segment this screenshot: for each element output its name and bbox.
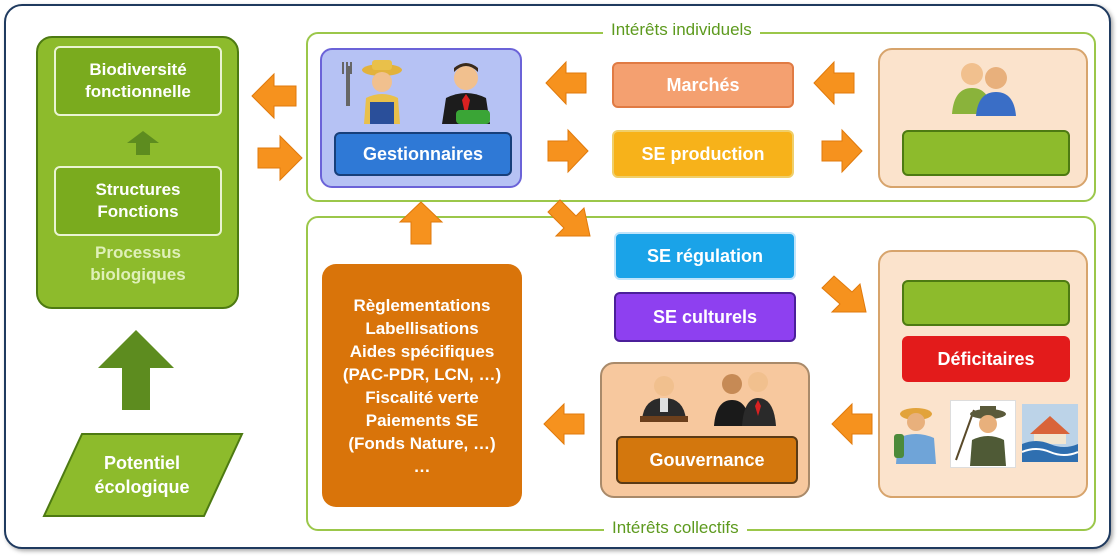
arrow-benef-to-markets (813, 60, 855, 106)
arrow-production-to-benef (821, 128, 863, 174)
arrow-to-gestionnaires (257, 134, 303, 182)
arrow-instruments-to-gest (398, 201, 444, 245)
arrow-production-to-collective (547, 199, 591, 237)
meeting-icon (714, 372, 776, 426)
structures-functions-box: Structures Fonctions (54, 166, 222, 236)
speaker-icon (640, 376, 688, 422)
arrow-benef-to-gov (831, 402, 873, 446)
instrument-line: Paiements SE (365, 410, 479, 430)
arrow-gest-to-production (547, 128, 589, 174)
biological-processes-text: Processus biologiques (90, 243, 186, 284)
arrow-gov-to-instruments (543, 402, 585, 446)
arrow-markets-to-gest (545, 60, 587, 106)
functional-biodiversity-box: Biodiversité fonctionnelle (54, 46, 222, 116)
instrument-line: Aides spécifiques (349, 341, 495, 361)
gouvernance-label: Gouvernance (616, 436, 798, 484)
arrow-se-to-collective-benef (821, 275, 867, 313)
businessman-icon (442, 63, 490, 124)
collective-interests-label: Intérêts collectifs (604, 518, 747, 538)
hiker-icon (894, 408, 936, 464)
people-icon (952, 63, 1016, 116)
up-arrow-small (127, 131, 159, 155)
instrument-line: Règlementations (353, 295, 491, 315)
instruments-box: Règlementations Labellisations Aides spé… (322, 264, 522, 507)
farmer-icon (342, 60, 402, 124)
instrument-line: … (413, 456, 431, 476)
instrument-line: Labellisations (365, 318, 479, 338)
individual-interests-label: Intérêts individuels (603, 20, 760, 40)
ecological-potential-label: Potentiel écologique (94, 453, 190, 497)
up-arrow-large (98, 330, 174, 410)
se-regulation-box: SE régulation (614, 232, 796, 280)
individual-beneficiaries-label (902, 130, 1070, 176)
instrument-line: (Fonds Nature, …) (348, 433, 496, 453)
se-production-box: SE production (612, 130, 794, 178)
deficitaires-label: Déficitaires (902, 336, 1070, 382)
instrument-line: Fiscalité verte (365, 387, 479, 407)
fisherman-icon (955, 406, 1006, 466)
potential-parallelogram (42, 433, 244, 517)
flood-icon (1022, 404, 1078, 462)
marches-box: Marchés (612, 62, 794, 108)
arrow-to-biodiversity (251, 72, 297, 120)
gestionnaires-label: Gestionnaires (334, 132, 512, 176)
se-culturels-box: SE culturels (614, 292, 796, 342)
collective-beneficiaries-label (902, 280, 1070, 326)
instrument-line: (PAC-PDR, LCN, …) (342, 364, 502, 384)
